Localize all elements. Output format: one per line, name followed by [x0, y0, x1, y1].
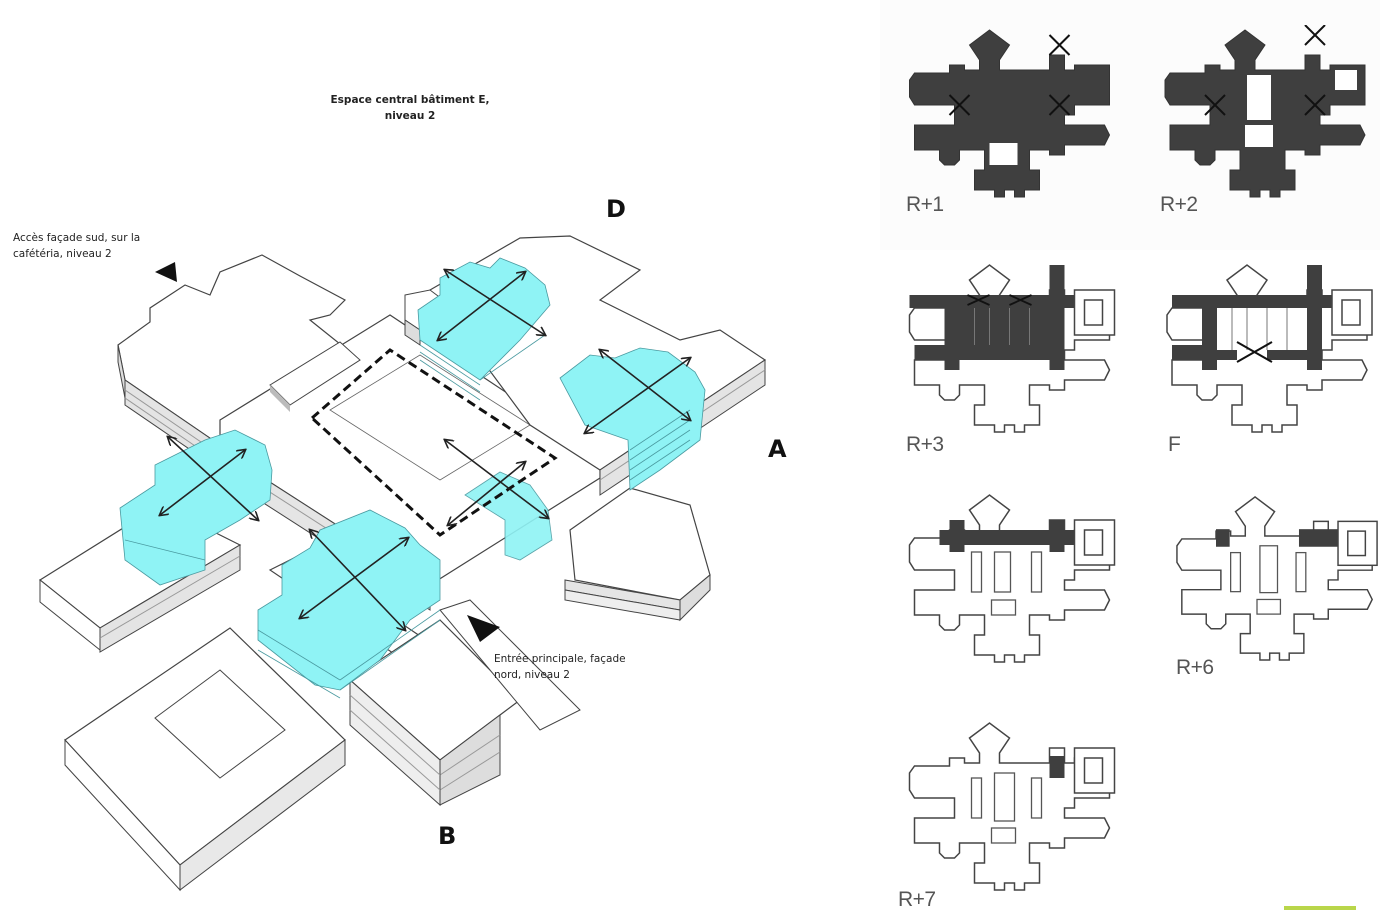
building-label-a: A — [768, 435, 787, 463]
main-entrance-line2: nord, niveau 2 — [494, 669, 570, 681]
south-access-marker-icon — [155, 262, 177, 282]
floor-plan-label-r4: F — [1168, 433, 1181, 456]
floor-plan-r3 — [908, 264, 1116, 433]
building-pentagon — [564, 487, 711, 622]
floor-plan-label-r3: R+3 — [906, 433, 944, 456]
south-access-line1: Accès façade sud, sur la — [13, 232, 141, 244]
floor-plan-label-r1: R+1 — [906, 193, 944, 216]
main-entrance-marker-icon — [467, 615, 500, 642]
floor-plan-label-r2: R+2 — [1160, 193, 1198, 216]
floor-plan-r7 — [908, 722, 1116, 891]
main-entrance-note: Entrée principale, façade nord, niveau 2 — [494, 651, 626, 683]
floor-plan-r4 — [1166, 264, 1373, 433]
circulation-arrows — [160, 270, 690, 630]
floor-plan-r5 — [908, 494, 1116, 663]
floor-plan-label-r7: R+7 — [898, 888, 936, 911]
floor-plan-r6 — [1176, 496, 1378, 661]
building-label-b: B — [438, 822, 457, 850]
central-space-note-line2: niveau 2 — [384, 110, 436, 122]
floor-plan-r1 — [909, 29, 1110, 198]
central-space-note-line1: Espace central bâtiment E, — [330, 94, 490, 106]
central-space-outline — [309, 348, 558, 537]
entrance-ramp — [439, 599, 581, 731]
building-block-southwest — [64, 627, 346, 892]
south-access-line2: cafétéria, niveau 2 — [13, 248, 112, 260]
south-access-note: Accès façade sud, sur la cafétéria, nive… — [13, 230, 140, 262]
circulation-core-west — [119, 429, 273, 586]
axonometric-diagram — [38, 235, 767, 892]
central-space-note: Espace central bâtiment E, niveau 2 — [300, 92, 520, 124]
accent-bar — [1284, 906, 1356, 910]
floor-plan-label-r6: R+6 — [1176, 656, 1214, 679]
building-label-d: D — [606, 195, 626, 223]
main-entrance-line1: Entrée principale, façade — [494, 653, 626, 665]
floor-plan-r2 — [1164, 25, 1366, 198]
